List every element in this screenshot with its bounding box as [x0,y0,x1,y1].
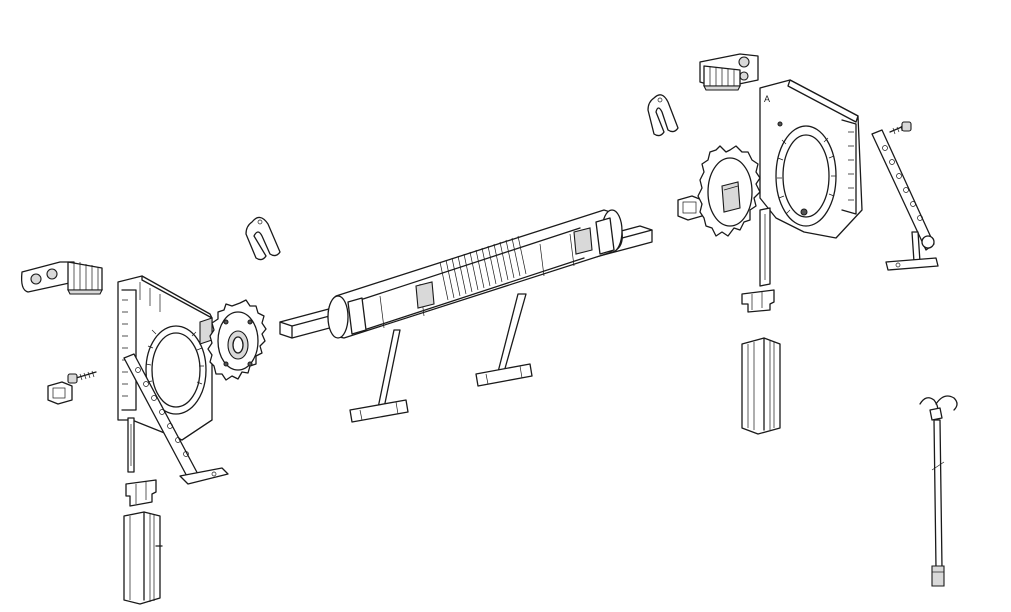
right-drive-gear [697,145,761,237]
left-vertical-strap [127,417,135,473]
left-screw [67,370,97,384]
central-spring-shaft [279,209,653,339]
left-u-clip [245,216,281,261]
right-screw [889,121,912,135]
right-support-arm [871,129,939,271]
right-vertical-strap [759,207,771,287]
right-u-clip [647,94,679,137]
left-square-bushing [47,381,73,405]
right-guide-bracket [741,289,775,313]
left-housing-plate [117,275,213,441]
right-anchor-plate [699,53,759,91]
left-guide-bracket [125,479,157,507]
torsion-arm-left [349,329,409,423]
left-anchor-plate [20,261,103,295]
right-housing-plate: A [759,79,863,239]
crank-hook-pole [919,395,958,587]
left-guide-rail [123,511,163,605]
housing-mark-label: A [764,94,770,104]
left-drive-gear [207,299,267,381]
right-square-bushing [677,195,703,221]
right-guide-rail [741,337,781,435]
left-support-arm [123,353,229,485]
torsion-arm-right [475,293,533,387]
